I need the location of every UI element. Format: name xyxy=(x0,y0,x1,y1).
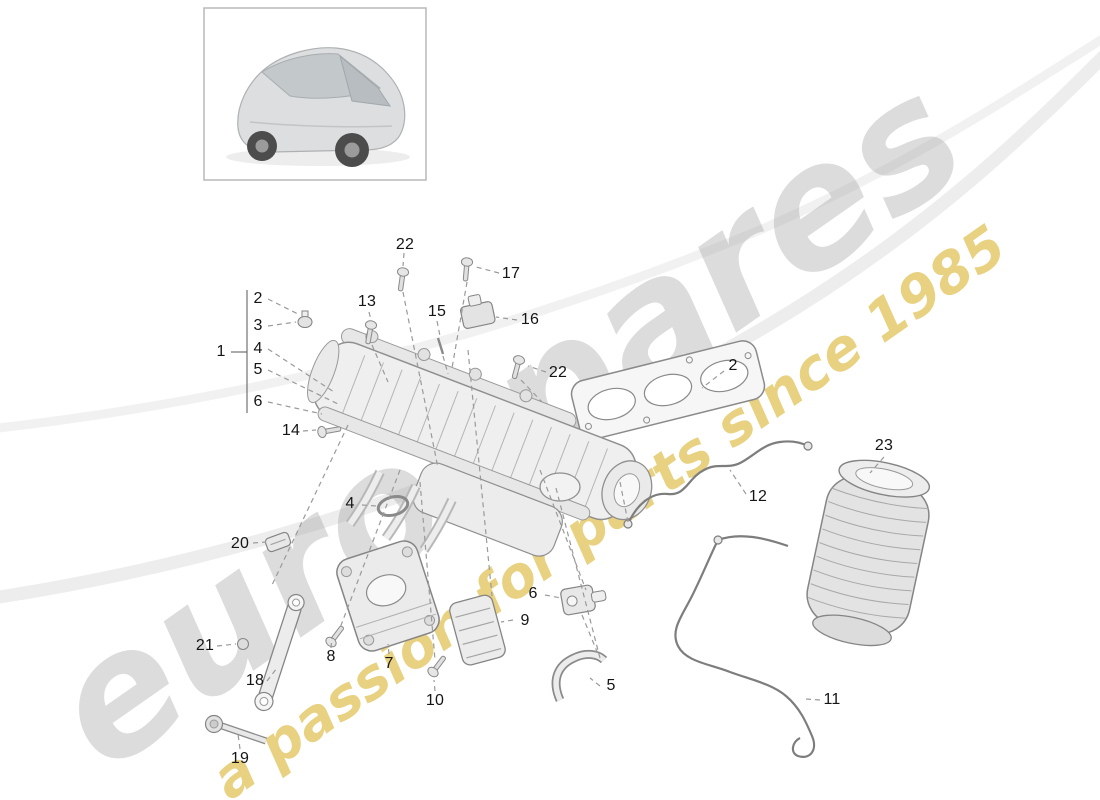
manifold-runners xyxy=(345,469,581,553)
callout-22b[interactable]: 22 xyxy=(548,364,568,381)
air-intake-hose xyxy=(806,459,931,647)
callout-4-seal[interactable]: 4 xyxy=(345,495,355,512)
callout-16[interactable]: 16 xyxy=(520,311,540,328)
pressure-sensor xyxy=(459,294,496,329)
callout-5-hose[interactable]: 5 xyxy=(606,677,616,694)
mounting-bolt xyxy=(204,714,268,745)
callout-21[interactable]: 21 xyxy=(195,637,215,654)
pin xyxy=(436,337,445,355)
callout-9[interactable]: 9 xyxy=(520,612,530,629)
ribbed-bracket xyxy=(449,594,506,666)
bolt-17 xyxy=(459,256,474,282)
hose-elbow xyxy=(551,649,608,702)
callout-4-group[interactable]: 4 xyxy=(253,340,263,357)
leader-lines xyxy=(216,252,885,750)
nut xyxy=(236,637,250,651)
vacuum-pipe-11 xyxy=(674,535,816,758)
vacuum-valve xyxy=(560,584,607,616)
callout-6-group[interactable]: 6 xyxy=(253,393,263,410)
plug xyxy=(297,310,313,329)
callout-8[interactable]: 8 xyxy=(326,648,336,665)
seal-ring xyxy=(376,494,410,518)
callout-20[interactable]: 20 xyxy=(230,535,250,552)
callout-3[interactable]: 3 xyxy=(253,317,263,334)
vacuum-pipe-12 xyxy=(623,440,813,529)
group-bracket xyxy=(231,290,248,413)
callout-22a[interactable]: 22 xyxy=(395,236,415,253)
callout-15[interactable]: 15 xyxy=(427,303,447,320)
clamp xyxy=(264,531,292,553)
manifold-gasket xyxy=(570,340,766,440)
callout-12[interactable]: 12 xyxy=(748,488,768,505)
car-rear-glass xyxy=(339,54,392,107)
callout-19[interactable]: 19 xyxy=(230,750,250,767)
callout-14[interactable]: 14 xyxy=(281,422,301,439)
callout-13[interactable]: 13 xyxy=(357,293,377,310)
callout-10[interactable]: 10 xyxy=(425,692,445,709)
callout-2-gasket[interactable]: 2 xyxy=(728,357,738,374)
callout-7[interactable]: 7 xyxy=(384,655,394,672)
vehicle-thumbnail xyxy=(203,7,427,181)
callout-2-group[interactable]: 2 xyxy=(253,290,263,307)
callout-6-valve[interactable]: 6 xyxy=(528,585,538,602)
bolt-22a xyxy=(394,266,410,293)
callout-1[interactable]: 1 xyxy=(216,343,226,360)
callout-18[interactable]: 18 xyxy=(245,672,265,689)
callout-23[interactable]: 23 xyxy=(874,437,894,454)
callout-11[interactable]: 11 xyxy=(823,691,841,708)
callout-5-group[interactable]: 5 xyxy=(253,361,263,378)
callout-17[interactable]: 17 xyxy=(501,265,521,282)
